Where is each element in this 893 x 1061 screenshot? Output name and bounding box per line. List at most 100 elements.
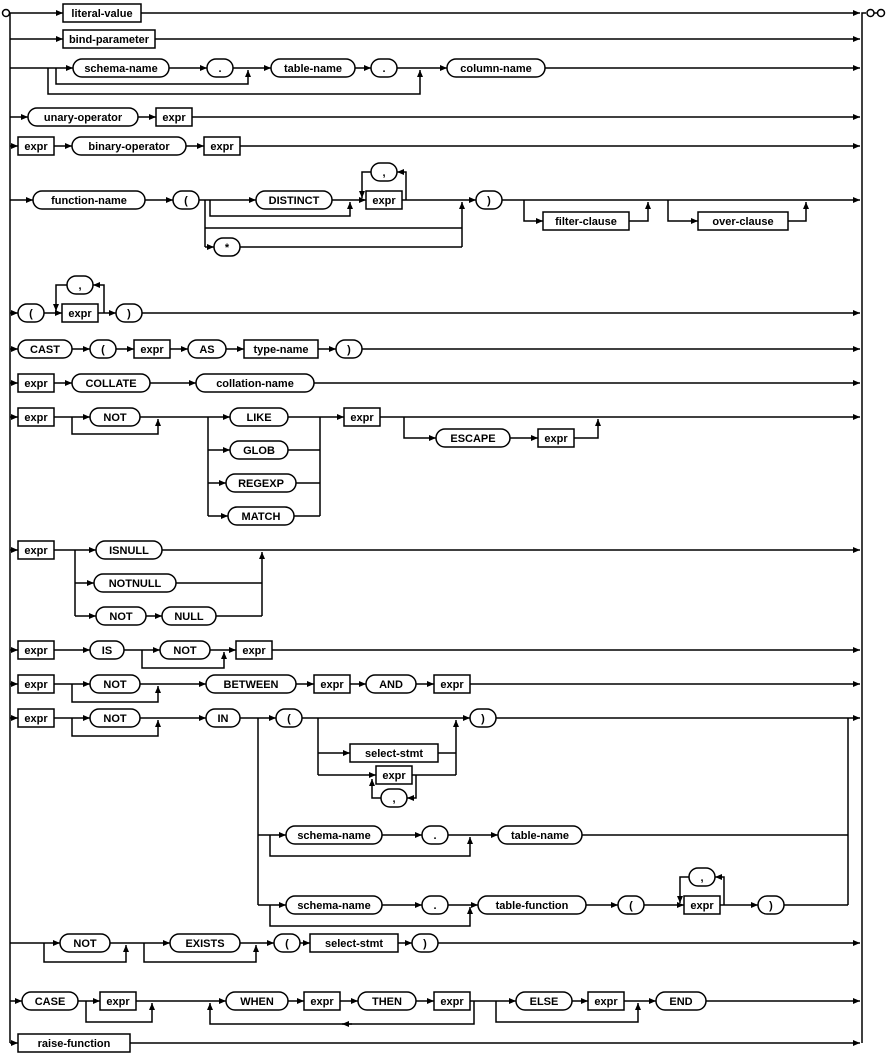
node-label: AS (199, 344, 214, 356)
node-lparen: ( (172, 190, 200, 210)
node-label: , (382, 167, 385, 179)
node-expr: expr (17, 373, 55, 393)
node-comma: , (66, 275, 94, 295)
rail-arrow-line (55, 68, 251, 85)
terminal-shape (89, 339, 117, 359)
node-escape: ESCAPE (435, 428, 511, 448)
node-and: AND (365, 674, 417, 694)
node-label: CAST (30, 344, 60, 356)
node-not: NOT (89, 708, 141, 728)
terminal-shape (17, 303, 45, 323)
node-label: NOT (73, 938, 97, 950)
connector-lines (6, 10, 877, 1046)
node-regexp: REGEXP (225, 473, 297, 493)
node-label: expr (24, 679, 48, 691)
node-label: , (392, 793, 395, 805)
node-is: IS (89, 640, 125, 660)
terminal-shape (229, 407, 289, 427)
terminal-shape (335, 339, 363, 359)
terminal-shape (195, 373, 315, 393)
node-expr: expr (17, 407, 55, 427)
node-rparen: ) (411, 933, 439, 953)
terminal-shape (688, 867, 716, 887)
node-label: COLLATE (85, 378, 136, 390)
node-expr: expr (303, 991, 341, 1011)
nonterminal-shape (99, 991, 137, 1011)
nonterminal-shape (235, 640, 273, 660)
rail-arrow-line (141, 650, 227, 669)
node-expr: expr (235, 640, 273, 660)
rail-arrow-line (53, 284, 67, 311)
node-dot: . (421, 825, 449, 845)
node-label: filter-clause (555, 216, 617, 228)
node-label: expr (140, 344, 164, 356)
node-label: . (382, 63, 385, 75)
rail-arrow-line (397, 169, 407, 200)
terminal-shape (275, 708, 303, 728)
terminal-shape (227, 506, 295, 526)
terminal-shape (159, 640, 211, 660)
node-label: ( (29, 308, 33, 320)
nonterminal-shape (17, 1033, 131, 1053)
terminal-shape (370, 58, 398, 78)
terminal-shape (71, 373, 151, 393)
node-as: AS (187, 339, 227, 359)
node-collation-name: collation-name (195, 373, 315, 393)
node-expr: expr (17, 674, 55, 694)
node-label: literal-value (71, 8, 132, 20)
node-comma: , (370, 162, 398, 182)
node-label: expr (382, 770, 406, 782)
node-select-stmt: select-stmt (349, 743, 439, 763)
node-label: expr (544, 433, 568, 445)
node-table-function: table-function (477, 895, 587, 915)
node-label: NOT (173, 645, 197, 657)
rail-arrow-line (495, 1001, 641, 1023)
rail-arrow-line (85, 1001, 155, 1023)
node-lparen: ( (89, 339, 117, 359)
terminal-shape (95, 606, 147, 626)
terminal-shape (89, 708, 141, 728)
nonterminal-shape (17, 373, 55, 393)
node-label: expr (106, 996, 130, 1008)
node-expr: expr (61, 303, 99, 323)
terminal-shape (187, 339, 227, 359)
terminal-shape (205, 708, 241, 728)
node-label: expr (372, 195, 396, 207)
rail-line (861, 12, 866, 1043)
nonterminal-shape (433, 674, 471, 694)
rail-arrow-line (47, 68, 423, 95)
terminal-shape (380, 788, 408, 808)
nonterminal-shape (133, 339, 171, 359)
node-lparen: ( (275, 708, 303, 728)
node-in: IN (205, 708, 241, 728)
nonterminal-shape (17, 136, 55, 156)
nonterminal-shape (155, 107, 193, 127)
nonterminal-shape (17, 407, 55, 427)
node-label: table-name (284, 63, 342, 75)
node-label: . (433, 830, 436, 842)
nonterminal-shape (313, 674, 351, 694)
node-label: . (218, 63, 221, 75)
rail-arrow-line (407, 775, 417, 801)
node-table-name: table-name (270, 58, 356, 78)
terminal-shape (213, 237, 241, 257)
terminal-shape (515, 991, 573, 1011)
node-label: raise-function (38, 1038, 111, 1050)
nonterminal-shape (17, 708, 55, 728)
node-label: ( (287, 713, 291, 725)
node-dot: . (370, 58, 398, 78)
terminal-shape (469, 708, 497, 728)
terminal-shape (497, 825, 583, 845)
entry-exit-terminators (1, 8, 886, 18)
node-unary-operator: unary-operator (27, 107, 139, 127)
node-case: CASE (21, 991, 79, 1011)
node-expr: expr (203, 136, 241, 156)
terminal-shape (655, 991, 707, 1011)
node-label: expr (594, 996, 618, 1008)
node-expr: expr (17, 640, 55, 660)
terminal-shape (72, 58, 170, 78)
node-label: table-function (496, 900, 569, 912)
nonterminal-shape (587, 991, 625, 1011)
terminal-shape (93, 573, 177, 593)
terminal-shape (270, 58, 356, 78)
